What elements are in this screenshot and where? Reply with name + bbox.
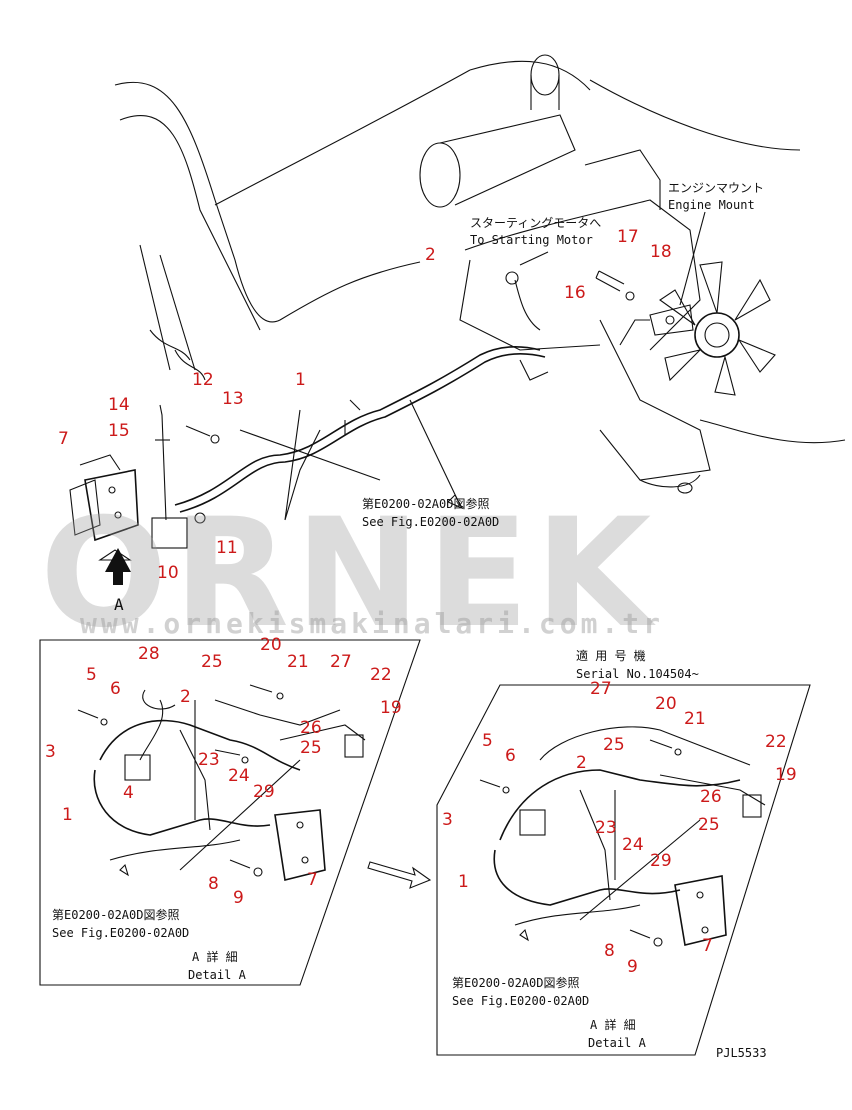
label-20-right: 20 [655, 694, 677, 714]
serial-en: Serial No.104504~ [576, 667, 699, 681]
see-fig-en-left: See Fig.E0200-02A0D [52, 926, 189, 940]
label-25a-right: 25 [603, 735, 625, 755]
label-4-left: 4 [123, 783, 134, 803]
label-27-left: 27 [330, 652, 352, 672]
label-16-top: 16 [564, 283, 586, 303]
label-19-right: 19 [775, 765, 797, 785]
label-24-left: 24 [228, 766, 250, 786]
label-24-right: 24 [622, 835, 644, 855]
serial-jp: 適 用 号 機 [576, 648, 646, 663]
label-23-right: 23 [595, 818, 617, 838]
see-fig-en-top: See Fig.E0200-02A0D [362, 515, 499, 529]
label-11-top: 11 [216, 538, 238, 558]
label-12-top: 12 [192, 370, 214, 390]
label-21-left: 21 [287, 652, 309, 672]
label-14-top: 14 [108, 395, 130, 415]
label-27-right: 27 [590, 679, 612, 699]
engine-mount-jp: エンジンマウント [668, 181, 764, 195]
detail-jp-left: A 詳 細 [192, 949, 238, 964]
label-20-left: 20 [260, 635, 282, 655]
label-7-left: 7 [307, 870, 318, 890]
label-18-top: 18 [650, 242, 672, 262]
label-22-left: 22 [370, 665, 392, 685]
detail-jp-right: A 詳 細 [590, 1017, 636, 1032]
label-21-right: 21 [684, 709, 706, 729]
bolt-16-17-18 [595, 270, 635, 301]
label-25a-left: 25 [201, 652, 223, 672]
see-fig-en-right: See Fig.E0200-02A0D [452, 994, 589, 1008]
label-10-top: 10 [157, 563, 179, 583]
engine [419, 54, 776, 494]
cab-outline [114, 60, 846, 444]
label-26-left: 26 [300, 718, 322, 738]
label-3-left: 3 [45, 742, 56, 762]
label-29-left: 29 [253, 782, 275, 802]
watermark-brand: ORNEK [40, 487, 657, 661]
drawing-code: PJL5533 [716, 1046, 767, 1060]
view-arrow [105, 548, 131, 585]
label-1-left: 1 [62, 805, 73, 825]
label-8-right: 8 [604, 941, 615, 961]
label-28-left: 28 [138, 644, 160, 664]
label-7-right: 7 [702, 936, 713, 956]
labels-top: 2 17 18 16 12 1 14 13 15 7 11 10 [58, 227, 672, 583]
detail-left-panel [39, 639, 421, 986]
label-23-left: 23 [198, 750, 220, 770]
labels-detail-right: 27 20 21 5 25 22 6 2 19 26 3 23 25 24 29… [442, 679, 797, 977]
label-6-right: 6 [505, 746, 516, 766]
label-2-right: 2 [576, 753, 587, 773]
engine-mount-en: Engine Mount [668, 198, 755, 212]
starting-motor-jp: スターティングモータへ [470, 216, 601, 230]
see-fig-jp-right: 第E0200-02A0D図参照 [452, 975, 579, 990]
label-22-right: 22 [765, 732, 787, 752]
label-7-top: 7 [58, 429, 69, 449]
labels-detail-left: 20 28 25 21 27 22 5 6 2 26 19 3 25 23 24… [45, 635, 402, 908]
label-2-top: 2 [425, 245, 436, 265]
view-letter: A [114, 595, 124, 614]
detail-en-left: Detail A [188, 968, 247, 982]
transition-arrow [367, 861, 432, 889]
label-25b-right: 25 [698, 815, 720, 835]
label-6-left: 6 [110, 679, 121, 699]
label-26-right: 26 [700, 787, 722, 807]
bracket-7-top [69, 404, 220, 561]
detail-right-panel [436, 684, 811, 1056]
label-19-left: 19 [380, 698, 402, 718]
label-3-right: 3 [442, 810, 453, 830]
watermark-url: www.ornekismakinalari.com.tr [80, 607, 664, 640]
see-fig-jp-top: 第E0200-02A0D図参照 [362, 496, 489, 511]
starting-motor-en: To Starting Motor [470, 233, 593, 247]
detail-en-right: Detail A [588, 1036, 647, 1050]
label-9-left: 9 [233, 888, 244, 908]
label-5-left: 5 [86, 665, 97, 685]
see-fig-jp-left: 第E0200-02A0D図参照 [52, 907, 179, 922]
label-9-right: 9 [627, 957, 638, 977]
label-8-left: 8 [208, 874, 219, 894]
label-2-left: 2 [180, 687, 191, 707]
label-13-top: 13 [222, 389, 244, 409]
label-1-top: 1 [295, 370, 306, 390]
label-29-right: 29 [650, 851, 672, 871]
label-25b-left: 25 [300, 738, 322, 758]
label-1-right: 1 [458, 872, 469, 892]
label-17-top: 17 [617, 227, 639, 247]
label-15-top: 15 [108, 421, 130, 441]
wire-harness-top [174, 251, 549, 521]
label-5-right: 5 [482, 731, 493, 751]
